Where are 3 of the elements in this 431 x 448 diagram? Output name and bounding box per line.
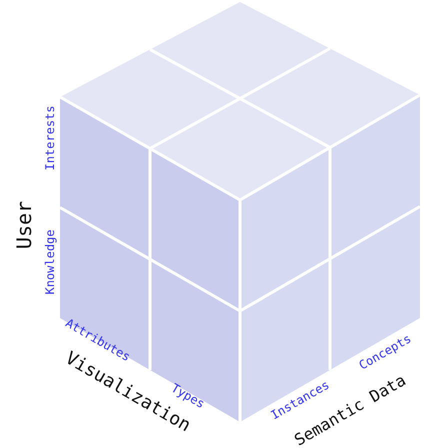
axis-label: Knowledge [43, 229, 57, 295]
axis-title: User [12, 200, 36, 250]
axis-label: Interests [43, 105, 57, 171]
